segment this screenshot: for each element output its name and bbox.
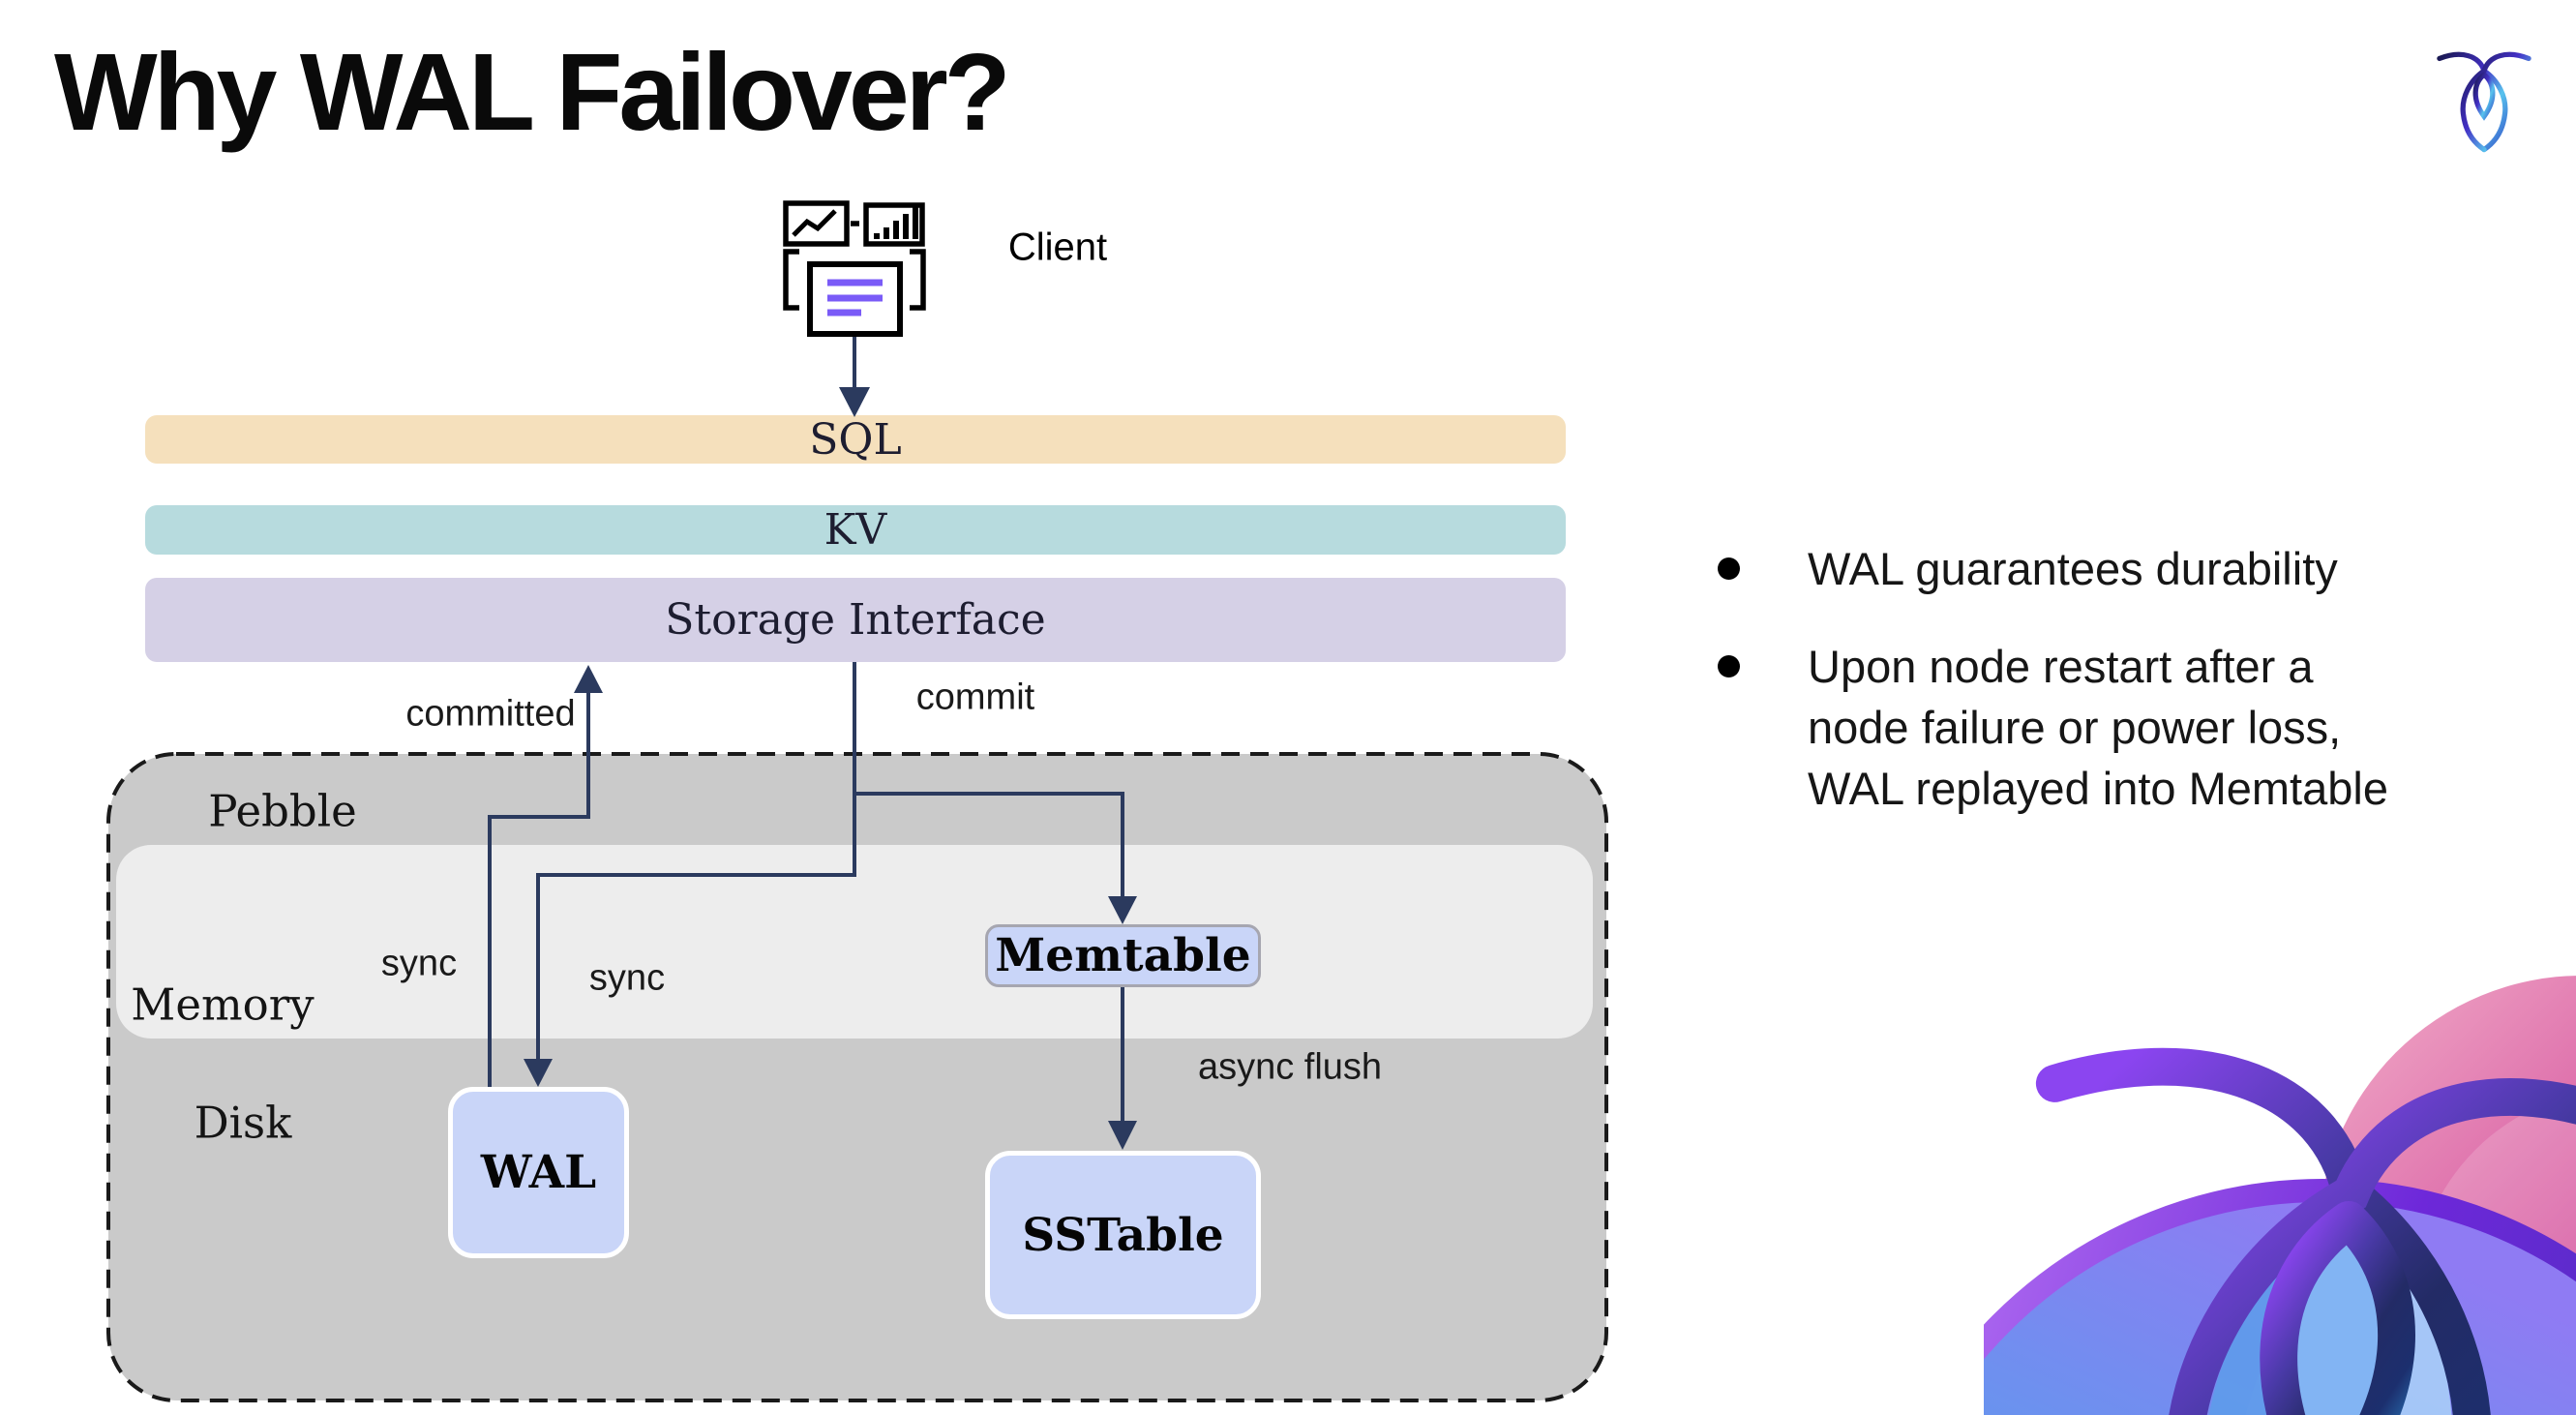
giant-bug-mark: [2035, 1047, 2576, 1415]
sstable-node: SSTable: [985, 1151, 1261, 1319]
bullet-list: WAL guarantees durability Upon node rest…: [1705, 538, 2576, 819]
bullet-item-durability: WAL guarantees durability: [1705, 538, 2576, 599]
memtable-label: Memtable: [995, 929, 1251, 982]
bullet-text-line: WAL guarantees durability: [1808, 543, 2338, 594]
brand-artwork-graphic: [1984, 976, 2576, 1415]
layer-sql: SQL: [145, 414, 1566, 465]
page-title: Why WAL Failover?: [54, 31, 1011, 153]
layer-storage-label: Storage Interface: [665, 595, 1046, 645]
client-label: Client: [1007, 226, 1108, 269]
layer-storage-interface: Storage Interface: [145, 578, 1566, 662]
memory-label: Memory: [131, 978, 315, 1031]
memory-band: [116, 845, 1593, 1039]
layer-sql-label: SQL: [809, 414, 902, 465]
arrowhead-client: [839, 387, 870, 417]
layer-kv: KV: [145, 505, 1566, 555]
bullet-text-line: node failure or power loss,: [1808, 702, 2342, 753]
sstable-label: SSTable: [1022, 1208, 1224, 1262]
cockroachdb-logo-icon: [2437, 51, 2531, 153]
commit-label: commit: [915, 677, 1035, 718]
bullet-dot-icon: [1718, 557, 1740, 580]
memtable-node: Memtable: [985, 924, 1261, 987]
wal-label: WAL: [480, 1146, 597, 1199]
wal-node: WAL: [448, 1087, 629, 1258]
bullet-text-line: Upon node restart after a: [1808, 641, 2314, 692]
document-icon: [783, 249, 926, 337]
bar-chart-icon: [863, 202, 925, 247]
layer-kv-label: KV: [824, 505, 887, 555]
pebble-label: Pebble: [208, 785, 357, 837]
sync-left-label: sync: [380, 943, 458, 984]
client-workstation-icon: [783, 200, 926, 337]
bullet-text-line: WAL replayed into Memtable: [1808, 763, 2388, 814]
bullet-item-replay: Upon node restart after a node failure o…: [1705, 636, 2576, 819]
arrowhead-committed: [574, 665, 603, 693]
sync-right-label: sync: [588, 957, 666, 999]
bullet-dot-icon: [1718, 655, 1740, 677]
async-flush-label: async flush: [1197, 1046, 1383, 1088]
disk-label: Disk: [194, 1097, 292, 1149]
line-chart-icon: [783, 200, 850, 247]
committed-label: committed: [405, 693, 576, 735]
